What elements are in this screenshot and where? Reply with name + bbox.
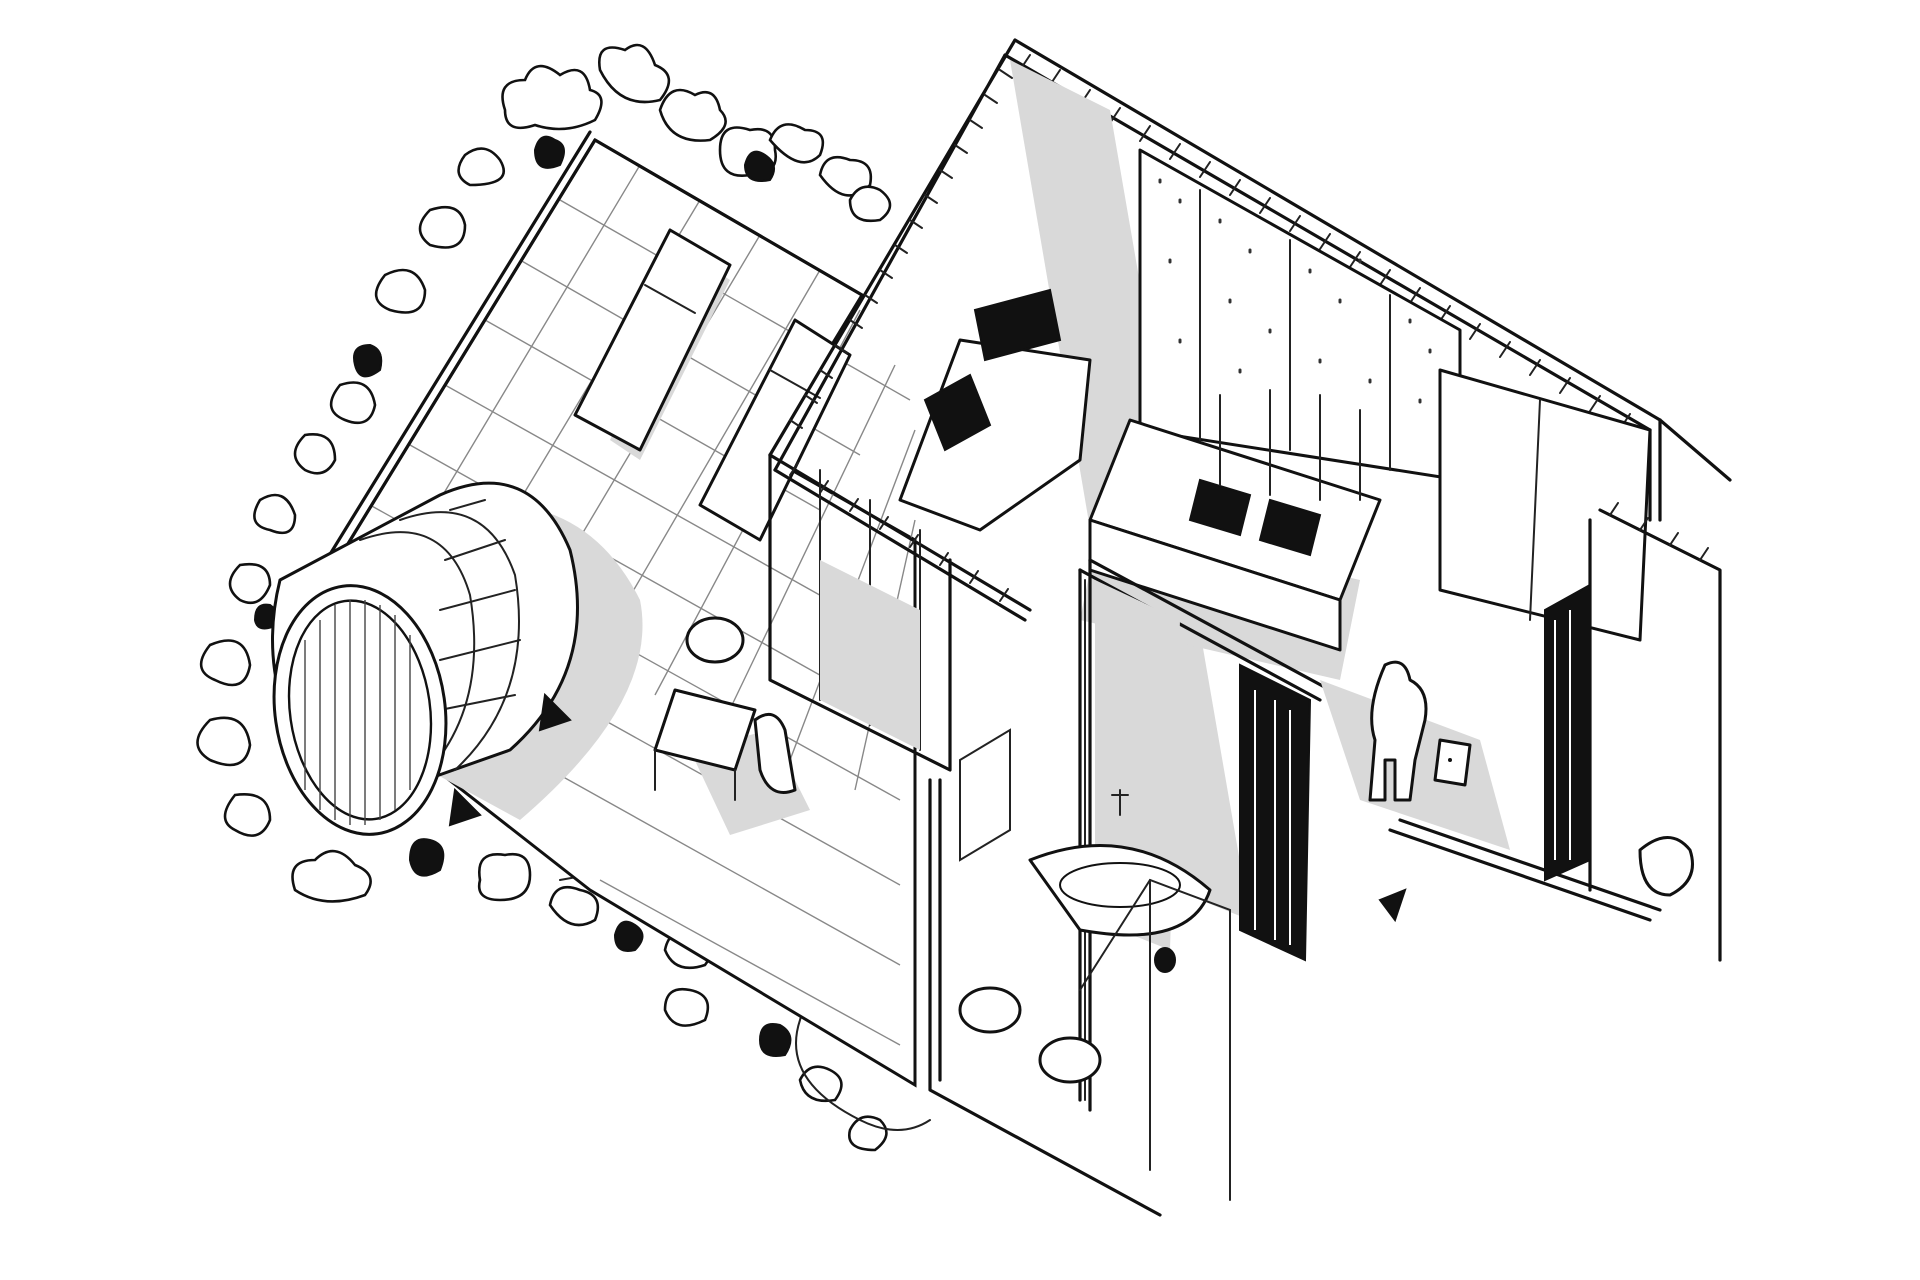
barrel-sauna	[271, 481, 643, 836]
wardrobe	[1438, 368, 1652, 642]
curtained-window	[1138, 148, 1462, 482]
bistro-table	[653, 616, 810, 835]
toilet	[1638, 836, 1694, 897]
bathroom-mirror	[959, 728, 1011, 862]
garden-shrubs	[196, 43, 931, 1152]
person-with-suitcase	[1368, 660, 1472, 802]
toilet-room	[1544, 502, 1722, 962]
sun-loungers	[573, 228, 852, 542]
bedroom	[898, 60, 1652, 920]
entrance-hall	[1320, 660, 1662, 923]
bathroom	[928, 558, 1332, 1217]
bistro-chair	[685, 616, 745, 664]
sauna-slats	[439, 499, 521, 711]
entry-marker	[1378, 888, 1407, 923]
bathroom-door	[1239, 663, 1312, 962]
double-bed	[1080, 389, 1382, 680]
shower	[1079, 878, 1231, 1201]
armchair	[898, 288, 1092, 532]
wash-basins	[958, 986, 1102, 1084]
freestanding-bathtub	[1028, 789, 1212, 937]
building-walls	[768, 38, 1732, 772]
bistro-chair	[753, 712, 797, 794]
